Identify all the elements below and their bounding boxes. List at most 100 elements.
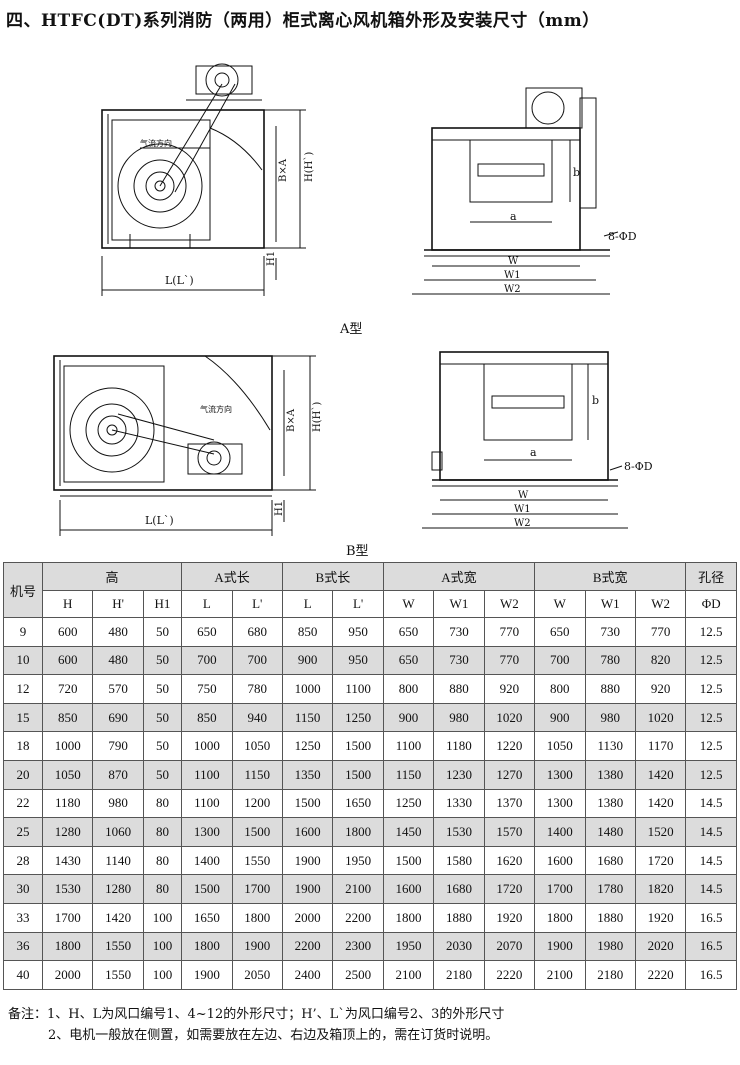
table-cell: 900: [281, 645, 334, 676]
table-cell: 14.5: [685, 845, 737, 876]
sub-header: W1: [584, 590, 636, 618]
table-cell: 980: [584, 702, 636, 733]
b-w1-label: W1: [514, 504, 531, 515]
b-w2-label: W2: [514, 518, 531, 529]
table-cell: 1800: [181, 931, 233, 962]
table-cell: 770: [483, 645, 536, 676]
sub-header: ΦD: [685, 590, 737, 618]
table-cell: 1920: [483, 902, 536, 933]
sub-header: L': [332, 590, 384, 618]
table-cell: 1950: [332, 845, 384, 876]
table-cell: 1720: [634, 845, 687, 876]
table-cell: 730: [584, 617, 636, 647]
table-cell: 1800: [41, 931, 94, 962]
table-cell: 920: [483, 674, 536, 704]
a-bxa-label: B×A: [278, 158, 289, 182]
table-cell: 700: [181, 645, 233, 676]
table-cell: 2300: [332, 931, 384, 962]
a-w2-label: W2: [504, 284, 521, 295]
table-cell: 80: [142, 788, 183, 819]
table-cell: 100: [142, 960, 183, 990]
a-w-label: W: [508, 256, 519, 267]
table-cell: 1800: [332, 817, 384, 847]
sub-header: W2: [483, 590, 536, 618]
table-cell: 12.5: [685, 645, 737, 676]
header-b-length: B式长: [281, 562, 384, 591]
table-cell: 1500: [281, 788, 334, 819]
table-cell: 1570: [483, 817, 536, 847]
table-cell: 1100: [382, 731, 435, 761]
table-cell: 1150: [382, 759, 435, 790]
table-cell: 480: [92, 617, 144, 647]
table-cell: 12.5: [685, 759, 737, 790]
table-cell: 14.5: [685, 874, 737, 904]
model-cell: 15: [3, 702, 43, 733]
a-airflow-label: 气流方向: [140, 138, 172, 148]
table-cell: 1450: [382, 817, 435, 847]
table-cell: 780: [231, 674, 283, 704]
table-cell: 1150: [281, 702, 334, 733]
table-cell: 1000: [41, 731, 94, 761]
table-cell: 2000: [281, 902, 334, 933]
table-cell: 1050: [41, 759, 94, 790]
table-cell: 1020: [634, 702, 687, 733]
a-type-side-view: [101, 63, 306, 296]
table-cell: 1600: [281, 817, 334, 847]
model-cell: 40: [3, 960, 43, 990]
sub-header: L': [231, 590, 283, 618]
table-cell: 1820: [634, 874, 687, 904]
model-cell: 33: [3, 902, 43, 933]
table-cell: 1530: [433, 817, 485, 847]
table-cell: 50: [142, 759, 183, 790]
table-sub-header-row: H H' H1 L L' L L' W W1 W2 W W1 W2 ΦD: [4, 590, 737, 618]
table-cell: 1950: [382, 931, 435, 962]
table-cell: 700: [231, 645, 283, 676]
table-cell: 12.5: [685, 731, 737, 761]
table-cell: 1920: [634, 902, 687, 933]
table-cell: 1220: [483, 731, 536, 761]
table-cell: 1280: [41, 817, 94, 847]
table-cell: 880: [433, 674, 485, 704]
table-cell: 650: [382, 617, 435, 647]
table-cell: 2000: [41, 960, 94, 990]
table-cell: 570: [92, 674, 144, 704]
table-cell: 980: [92, 788, 144, 819]
table-cell: 720: [41, 674, 94, 704]
header-hole-dia: 孔径: [685, 562, 737, 591]
table-cell: 1480: [584, 817, 636, 847]
note-line-2: 2、电机一般放在侧置，如需要放在左边、右边及箱顶上的，需在订货时说明。: [48, 1028, 499, 1043]
table-cell: 1650: [181, 902, 233, 933]
b-holes-label: 8-ΦD: [624, 460, 653, 473]
table-cell: 900: [534, 702, 586, 733]
model-cell: 36: [3, 931, 43, 962]
sub-header: L: [281, 590, 334, 618]
note-line-1: 备注：1、H、L为风口编号1、4~12的外形尺寸；H’、L`为风口编号2、3的外…: [8, 1007, 505, 1022]
table-cell: 1800: [534, 902, 586, 933]
table-cell: 1900: [231, 931, 283, 962]
table-cell: 1880: [584, 902, 636, 933]
sub-header: H1: [142, 590, 183, 618]
table-cell: 850: [41, 702, 94, 733]
b-b-label: b: [592, 394, 599, 407]
table-cell: 1500: [332, 759, 384, 790]
table-cell: 1400: [181, 845, 233, 876]
table-cell: 80: [142, 874, 183, 904]
b-hh-label: H(H`): [312, 402, 323, 432]
a-h1-label: H1: [266, 251, 277, 266]
table-cell: 80: [142, 817, 183, 847]
table-cell: 1250: [382, 788, 435, 819]
table-cell: 50: [142, 731, 183, 761]
table-cell: 1180: [41, 788, 94, 819]
header-b-width: B式宽: [534, 562, 687, 591]
table-cell: 820: [634, 645, 687, 676]
b-l-label: L(L`): [145, 514, 174, 527]
notes: 备注：1、H、L为风口编号1、4~12的外形尺寸；H’、L`为风口编号2、3的外…: [8, 1004, 504, 1046]
table-cell: 1420: [634, 788, 687, 819]
